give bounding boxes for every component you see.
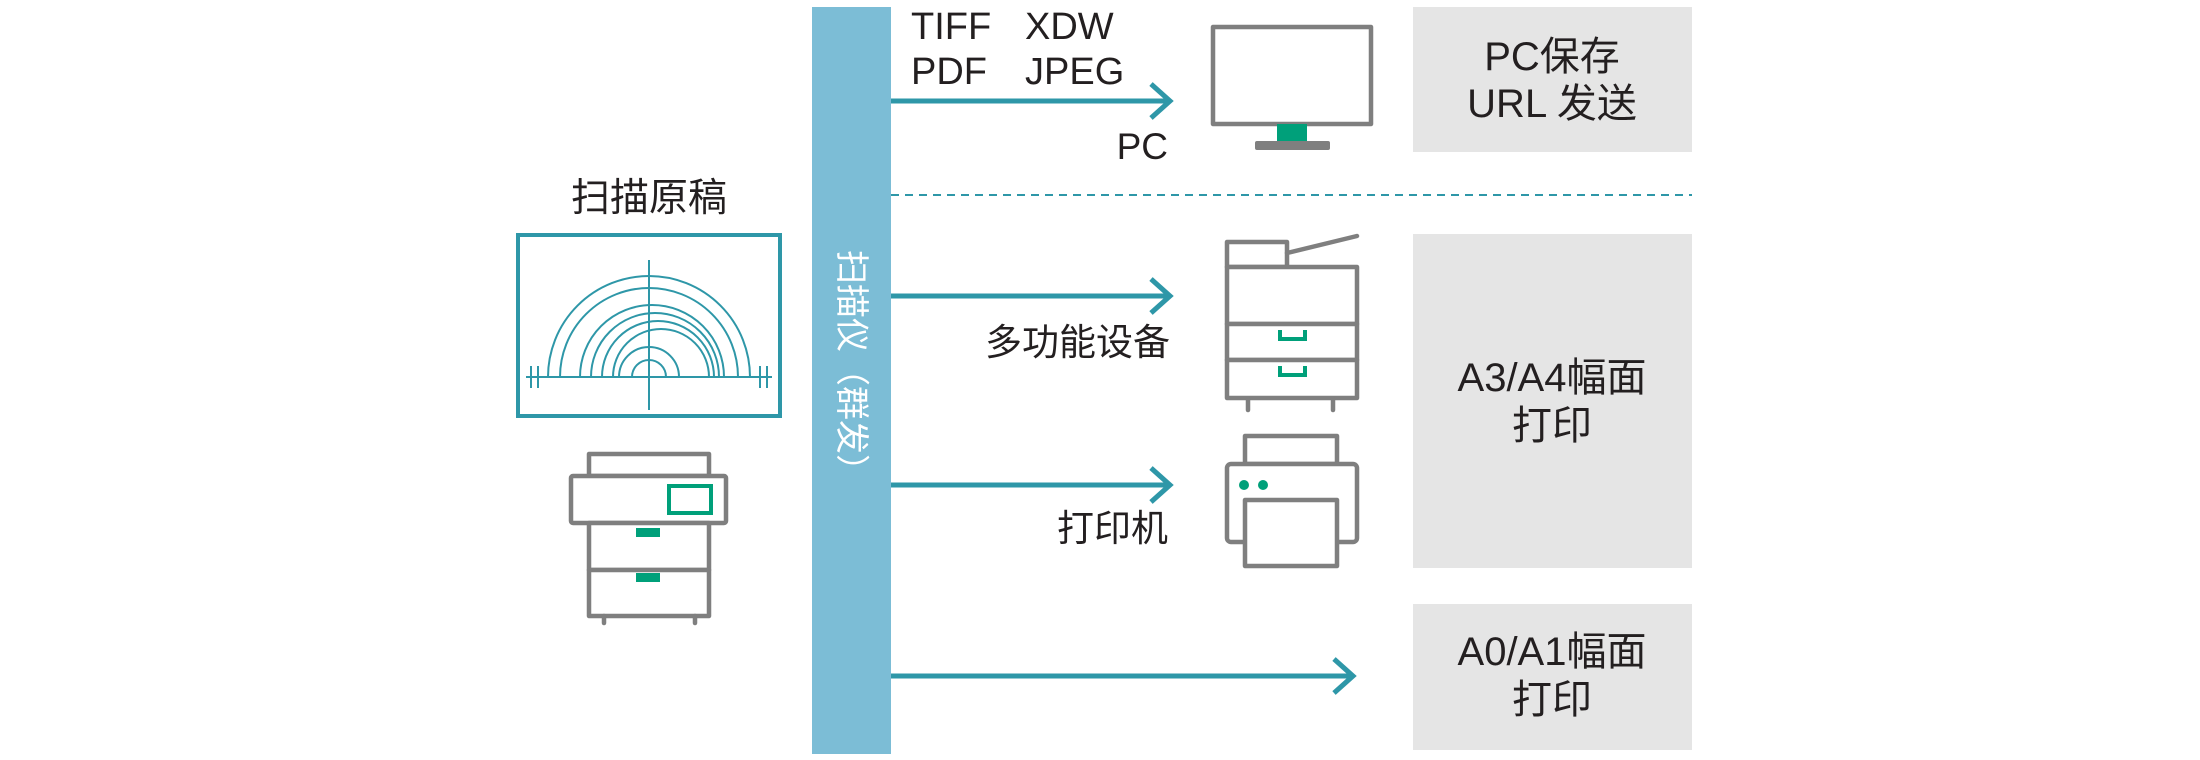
drawer-handle: [636, 528, 660, 537]
printer-paper-input: [1242, 433, 1340, 467]
printer-output-tray: [1242, 497, 1340, 569]
output-text-a3-a4-print: 打印: [1512, 404, 1592, 448]
printer-indicator: [1258, 480, 1268, 490]
format-label: PDF: [911, 51, 987, 93]
blueprint-drawing-icon: [516, 233, 782, 418]
printer-indicator: [1239, 480, 1249, 490]
blueprint-arc: [618, 346, 680, 378]
format-label: TIFF: [911, 6, 991, 48]
drawer-handle: [1278, 330, 1307, 341]
format-label: XDW: [1025, 6, 1114, 48]
arrow-to-mfp: [891, 277, 1174, 315]
output-box-pc: [1413, 7, 1692, 152]
destination-label-printer: 打印机: [1057, 508, 1168, 549]
device-feeder-arm: [1284, 233, 1360, 256]
output-box-a0-a1: [1413, 604, 1692, 750]
blueprint-arc: [631, 359, 667, 378]
monitor-base: [1255, 141, 1330, 150]
blueprint-arc: [579, 304, 725, 378]
monitor-screen: [1210, 24, 1374, 127]
arrow-to-pc: [891, 82, 1174, 120]
blueprint-arc: [601, 320, 715, 378]
arrow-to-a0-a1: [891, 657, 1357, 695]
multifunction-device-icon: [1224, 233, 1360, 413]
scanner-hub-bar: [812, 7, 891, 754]
drawer-handle: [636, 573, 660, 582]
printer-icon: [1224, 433, 1360, 569]
blueprint-arc: [612, 328, 710, 378]
output-text-a0-a1-print: 打印: [1512, 678, 1592, 722]
device-top-tray: [586, 451, 712, 479]
device-drawer: [1224, 321, 1360, 363]
output-text-a0-a1-size: A0/A1幅面: [1458, 630, 1647, 674]
destination-label-pc: PC: [1117, 126, 1168, 167]
device-feeder: [1224, 239, 1290, 270]
blueprint-arc: [559, 287, 739, 378]
monitor-stand: [1277, 124, 1307, 141]
output-text-pc-save: PC保存: [1484, 35, 1620, 79]
device-body: [1224, 264, 1360, 327]
scanner-hub-label: 扫描仪（群发）: [832, 250, 870, 488]
format-label: JPEG: [1025, 51, 1124, 93]
arrow-to-printer: [891, 466, 1174, 504]
multifunction-device-icon: [568, 451, 729, 626]
output-text-url-send: URL 发送: [1467, 82, 1637, 126]
output-text-a3-a4-size: A3/A4幅面: [1458, 356, 1647, 400]
output-box-a3-a4: [1413, 234, 1692, 568]
device-drawer: [1224, 357, 1360, 401]
device-screen: [667, 484, 713, 515]
drawer-handle: [1278, 366, 1307, 377]
destination-label-mfp: 多功能设备: [985, 322, 1170, 363]
blueprint-arc: [547, 275, 751, 378]
device-body: [568, 473, 729, 526]
source-label: 扫描原稿: [571, 177, 727, 220]
monitor-icon: [1210, 24, 1374, 150]
blueprint-arc: [590, 312, 720, 378]
